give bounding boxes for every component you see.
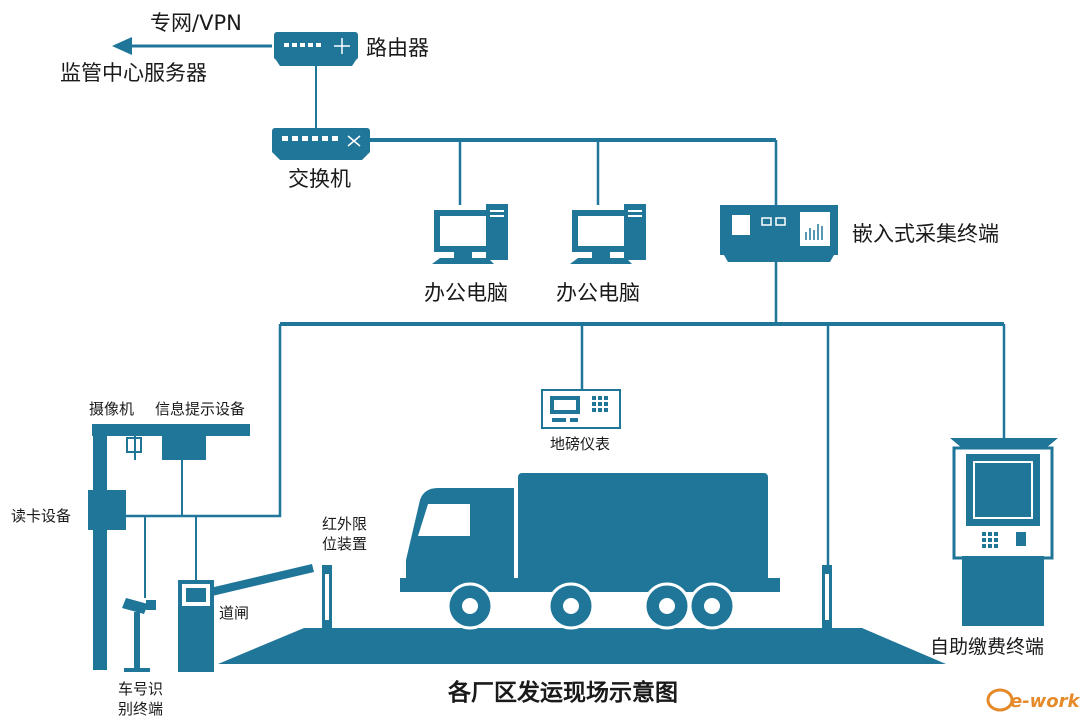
vpn-label: 专网/VPN <box>150 11 242 35</box>
self-pay-label: 自助缴费终端 <box>930 636 1045 658</box>
card-reader-label: 读卡设备 <box>11 507 72 525</box>
info-display-icon <box>162 436 206 460</box>
center-server-label: 监管中心服务器 <box>60 61 207 85</box>
infrared-label-2: 位装置 <box>322 535 368 553</box>
camera-icon <box>126 437 142 453</box>
computer-icon <box>570 204 646 264</box>
kiosk-icon <box>950 438 1058 626</box>
sensor-icon <box>822 565 832 629</box>
terminal-icon <box>720 205 838 262</box>
embedded-terminal-label: 嵌入式采集终端 <box>852 222 999 246</box>
switch-icon <box>272 128 370 160</box>
plate-recog-label-2: 别终端 <box>118 700 164 718</box>
watermark-text: e-works <box>1010 691 1080 712</box>
vpn-arrow-head <box>112 37 132 55</box>
eworks-logo: e-works <box>986 688 1080 712</box>
truck-icon <box>400 473 780 630</box>
weighbridge-label: 地磅仪表 <box>550 435 611 453</box>
plate-recognition-icon <box>122 598 156 672</box>
computer-icon <box>432 204 508 264</box>
router-label: 路由器 <box>366 36 429 60</box>
gate-gantry <box>88 424 250 670</box>
plate-recog-label-1: 车号识 <box>118 680 164 698</box>
switch-label: 交换机 <box>288 167 351 191</box>
camera-label: 摄像机 <box>89 400 135 418</box>
weighbridge-platform <box>218 628 946 664</box>
network-lines <box>112 37 1006 598</box>
barrier-icon <box>178 564 314 672</box>
router-icon <box>274 32 358 66</box>
office-pc-label-1: 办公电脑 <box>424 281 508 305</box>
infrared-label-1: 红外限 <box>322 515 368 533</box>
office-pc-label-2: 办公电脑 <box>556 281 640 305</box>
barrier-gate-label: 道闸 <box>219 604 250 622</box>
left-drop <box>112 324 282 518</box>
info-display-label: 信息提示设备 <box>155 400 246 418</box>
weighbridge-icon <box>541 389 621 429</box>
sensor-icon <box>322 565 332 629</box>
diagram-title: 各厂区发运现场示意图 <box>448 680 678 706</box>
